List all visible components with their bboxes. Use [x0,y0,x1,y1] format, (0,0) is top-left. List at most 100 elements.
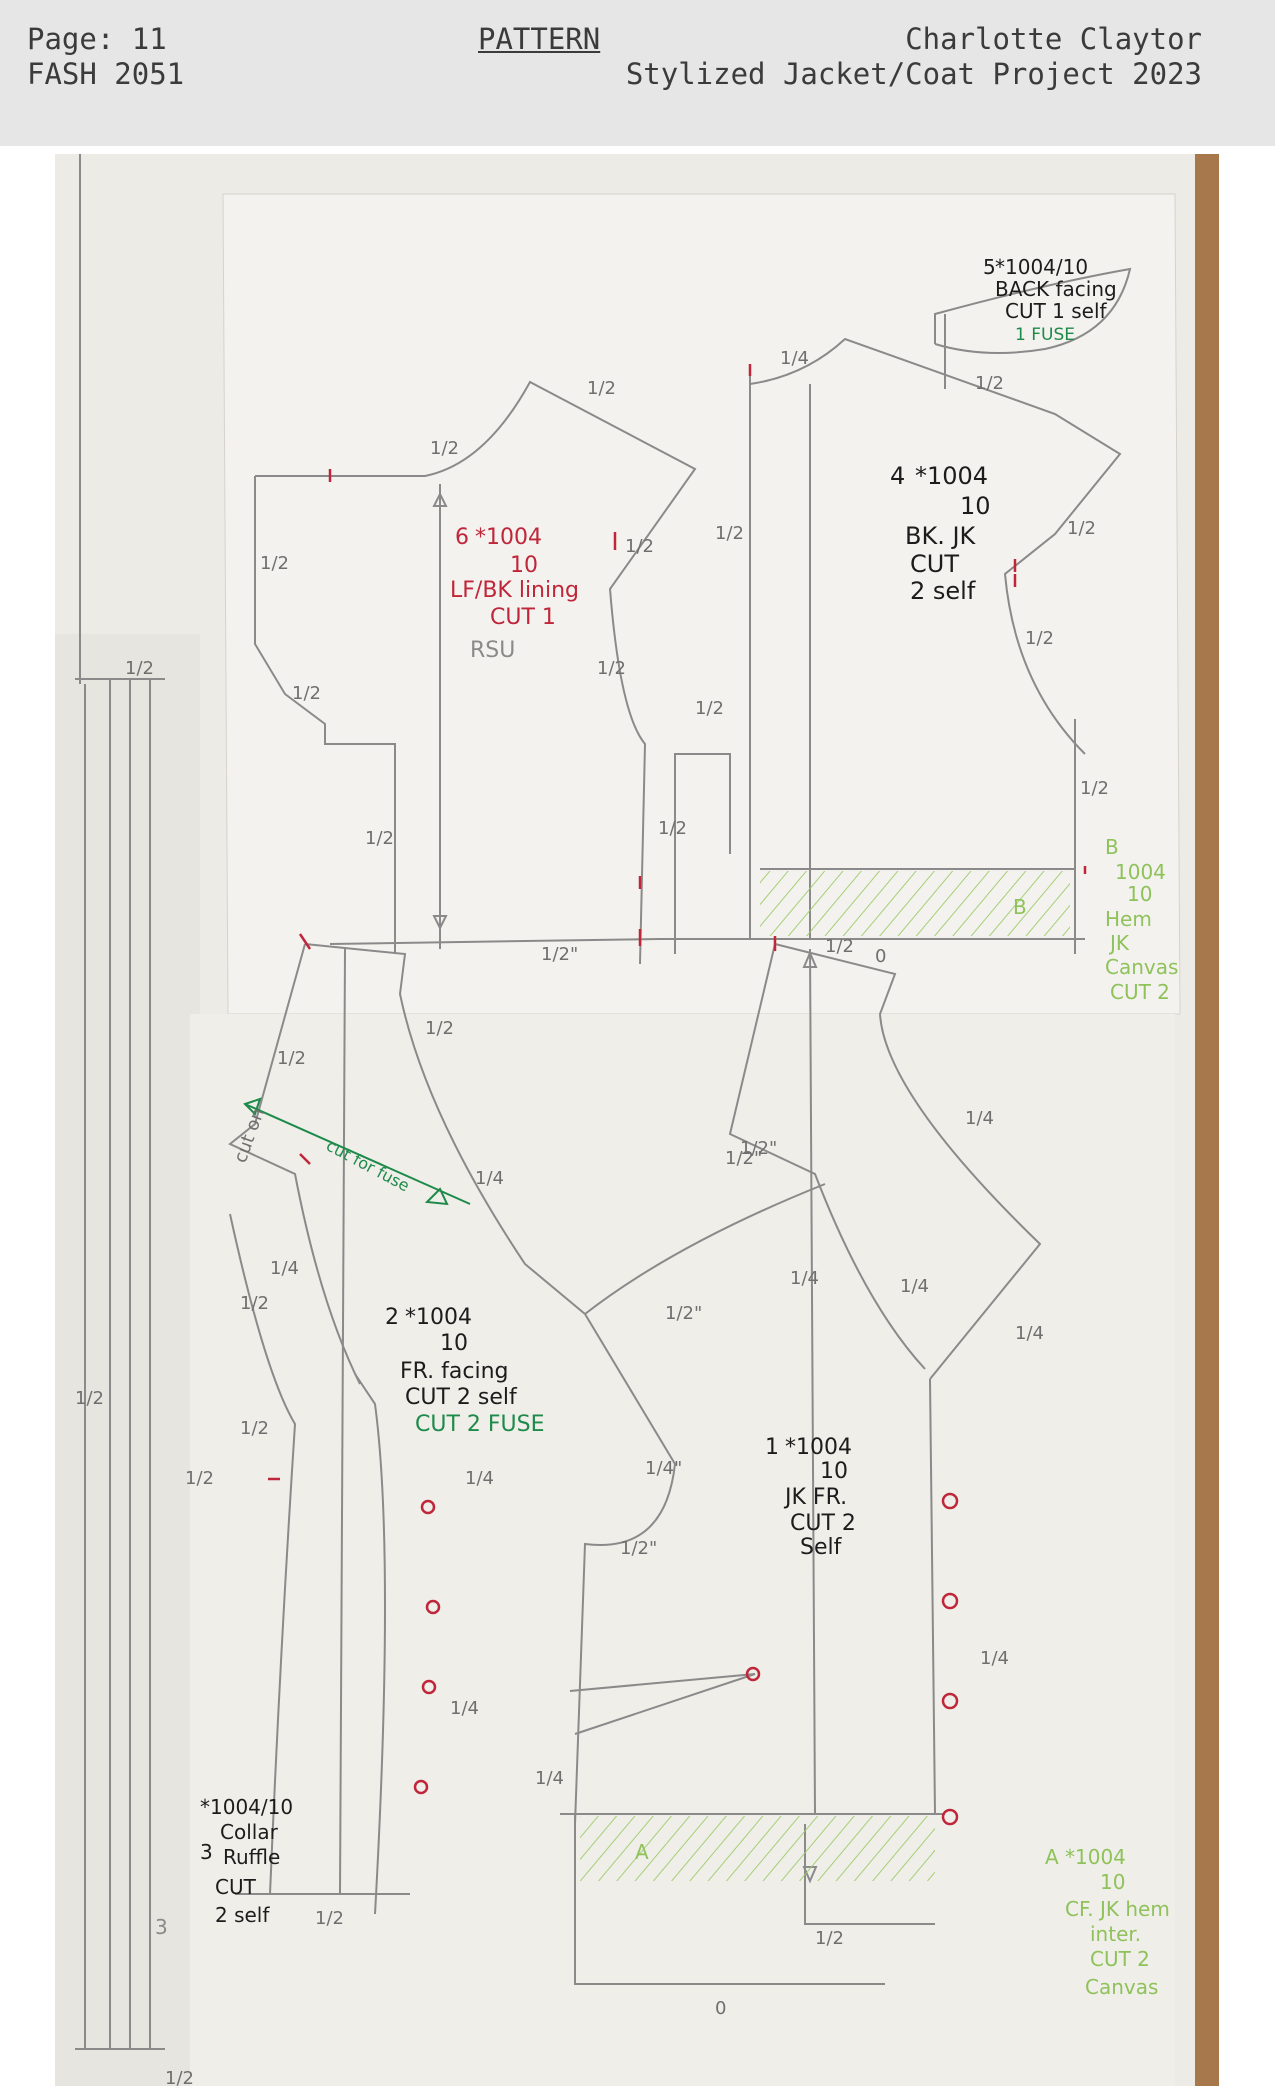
back-jacket-size: 10 [960,492,991,520]
sa-note: 1/2 [365,828,394,849]
sa-note: 1/2 [75,1388,104,1409]
jacket-front-armhole [574,1313,677,1825]
collar-name: Collar [220,1820,279,1844]
buttonhole-mark [413,1779,429,1795]
back-facing-fuse: 1 FUSE [1015,325,1075,345]
buttonhole-mark [421,1679,437,1695]
front-facing-grainline [339,948,346,1895]
front-facing-lapel [228,943,361,1385]
back-facing-outline [934,267,1132,354]
button-mark [941,1492,959,1510]
sa-note: 1/2" [620,1538,657,1559]
sa-note: 1/2 [125,658,154,679]
sa-note: 1/2 [715,523,744,544]
sa-note: 1/2 [185,1468,214,1489]
sa-note: 1/4 [980,1648,1009,1669]
lining-hem-line [329,938,661,945]
author-name: Charlotte Claytor [905,22,1202,56]
button-mark [941,1808,959,1826]
sa-note: 1/2 [587,378,616,399]
back-facing-style: *1004/10 [995,255,1088,279]
collar-number: 3 [200,1840,213,1864]
jacket-front-cut: CUT 2 [790,1511,856,1536]
back-hem-number: B [1105,835,1119,859]
front-facing-fuse: CUT 2 FUSE [415,1412,545,1437]
sa-note: 1/2 [240,1418,269,1439]
page-header: Page: 11 FASH 2051 PATTERN Charlotte Cla… [0,0,1275,146]
front-facing-outline [304,943,586,1315]
pattern-drawing: *1004/10 BACK facing CUT 1 self 1 FUSE 5… [55,154,1219,2086]
sa-note: 1/4 [965,1108,994,1129]
sa-note: 1/2 [825,936,854,957]
sa-note: 0 [715,1998,726,2019]
sa-note: 1/4 [475,1168,504,1189]
notch [298,933,312,950]
back-hem-material: Canvas [1105,955,1178,979]
sa-note: 1/2" [541,944,578,965]
jacket-front-cut2: Self [800,1535,843,1560]
sa-note: 1/4 [780,348,809,369]
sa-note: 1/4 [790,1268,819,1289]
collar-cut2: 2 self [215,1903,270,1927]
paper-top-sheet [222,193,1181,1015]
collar-name2: Ruffle [223,1845,280,1869]
sa-note: 1/2 [430,438,459,459]
document-type: PATTERN [478,22,601,56]
paper-collar-strip [55,634,200,2086]
jacket-front-size: 10 [820,1459,848,1484]
back-jacket-vent [674,753,731,954]
sa-note: 1/4 [535,1768,564,1789]
pattern-photo: *1004/10 BACK facing CUT 1 self 1 FUSE 5… [55,154,1219,2086]
sa-note: 1/2" [665,1303,702,1324]
back-jacket-number: 4 [890,462,905,490]
buttonhole-mark [420,1499,436,1515]
front-hem-material: Canvas [1085,1975,1158,1999]
jacket-front-dart [569,1673,756,1735]
fuse-grain-line [244,1103,471,1205]
jacket-front-cf-line [929,1378,936,1815]
sa-note: 1/2 [695,698,724,719]
sa-note: 1/2 [277,1048,306,1069]
jacket-front-style: *1004 [785,1435,852,1460]
back-hem-name: Hem [1105,907,1152,931]
sa-note: 1/4 [450,1698,479,1719]
front-facing-cut: CUT 2 self [405,1385,518,1410]
sa-note: 1/2 [597,658,626,679]
front-facing-number: 2 [385,1305,399,1330]
sa-note: 1/2 [425,1018,454,1039]
front-hem-size: 10 [1100,1870,1125,1894]
lining-grain-arrow-bottom [432,915,448,931]
front-facing-size: 10 [440,1331,468,1356]
course-code: FASH 2051 [27,57,185,91]
page-number: Page: 11 [27,22,167,56]
lining-style: *1004 [475,525,542,550]
front-hem-style: *1004 [1065,1845,1126,1869]
back-hem-hatch [760,871,1070,936]
back-facing-cut: CUT 1 self [1005,299,1108,323]
back-facing-number: 5 [983,255,996,279]
sa-note: 0 [875,946,886,967]
sa-note: 1/2" [725,1148,762,1169]
front-facing-inner [354,1373,386,1915]
back-hem-cut: CUT 2 [1110,980,1170,1004]
back-facing-name: BACK facing [995,277,1117,301]
jacket-front-shoulder [774,943,1042,1380]
notch [299,1153,311,1165]
front-hem-cut: CUT 2 [1090,1947,1150,1971]
front-hem-name: CF. JK hem [1065,1897,1170,1921]
front-hem-name2: inter. [1090,1922,1141,1946]
jacket-front-number: 1 [765,1435,779,1460]
jacket-front-grainline [809,948,816,1815]
collar-style: *1004/10 [200,1795,293,1819]
lining-grain-arrow-top [432,491,448,507]
front-facing-name: FR. facing [400,1359,509,1384]
jacket-front-hem-extension [574,1814,885,1985]
fuse-arrow-start [243,1097,262,1116]
jacket-front-shoulder-seam [584,1183,826,1315]
sa-note: 1/2 [815,1928,844,1949]
sa-note: 1/2 [1067,518,1096,539]
sa-note: 1/2 [165,2068,194,2086]
back-hem-name2: JK [1108,931,1130,955]
jacket-front-neckline [728,943,926,1370]
lining-number: 6 [455,525,469,550]
